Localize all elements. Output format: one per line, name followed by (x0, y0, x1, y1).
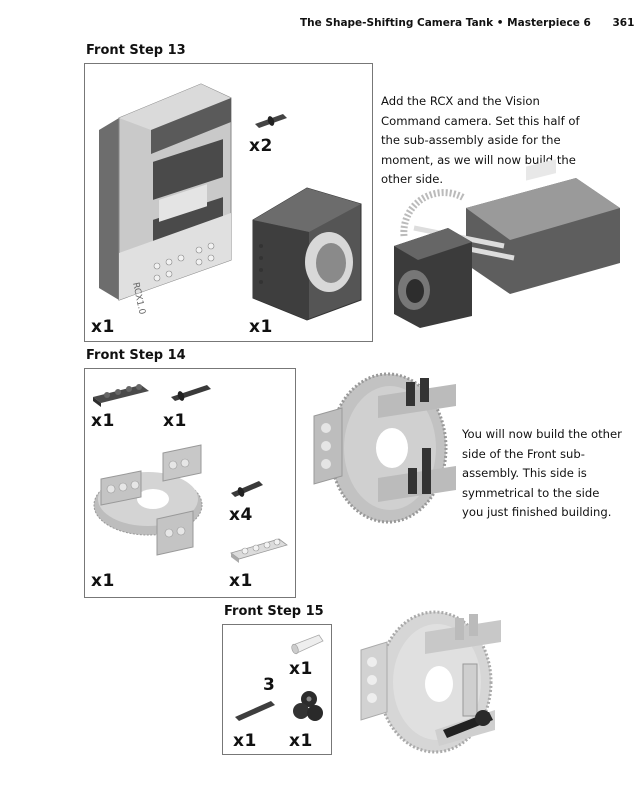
cross-block-quantity: x1 (289, 731, 313, 751)
step-14-instruction: You will now build the other side of the… (462, 427, 622, 519)
light-plate-illustration (230, 538, 288, 563)
step-13-parts-box: RCX1.0 x2 x1 x1 (84, 63, 373, 342)
step-14-parts-box: x1 x1 x4 x1 x1 (84, 368, 296, 598)
header-separator: • (496, 17, 504, 29)
running-header: The Shape-Shifting Camera Tank • Masterp… (300, 17, 634, 29)
step-14-assembly-illustration (313, 372, 456, 524)
dark-plate-quantity: x1 (91, 411, 115, 431)
rcx-quantity: x1 (91, 317, 115, 337)
tube-illustration (291, 634, 324, 655)
rcx-brick-illustration: RCX1.0 (99, 83, 232, 316)
pin-quantity: x4 (229, 505, 253, 525)
vision-camera-illustration (252, 187, 362, 321)
long-pin-illustration (171, 385, 211, 401)
turntable-illustration (93, 444, 203, 556)
light-plate-quantity: x1 (229, 571, 253, 591)
friction-pin-illustration (255, 114, 287, 128)
step-15-assembly-illustration (360, 610, 501, 754)
step-15-parts-box: x1 3 x1 x1 (222, 624, 332, 755)
axle-illustration (235, 701, 275, 721)
axle-length-label: 3 (263, 675, 276, 695)
step-13-title: Front Step 13 (86, 43, 186, 58)
step-13-assembly-illustration (394, 159, 620, 328)
dark-plate-illustration (93, 384, 149, 407)
pin-quantity: x2 (249, 136, 273, 156)
book-section-title: The Shape-Shifting Camera Tank (300, 17, 494, 29)
page-number: 361 (612, 17, 635, 29)
camera-quantity: x1 (249, 317, 273, 337)
turntable-quantity: x1 (91, 571, 115, 591)
long-pin-quantity: x1 (163, 411, 187, 431)
cross-block-illustration (293, 691, 323, 721)
step-15-title: Front Step 15 (224, 604, 324, 619)
chapter-title: Masterpiece 6 (507, 17, 591, 29)
step-14-title: Front Step 14 (86, 348, 186, 363)
axle-quantity: x1 (233, 731, 257, 751)
tube-quantity: x1 (289, 659, 313, 679)
friction-pin-illustration (231, 481, 263, 497)
step-13-instruction: Add the RCX and the Vision Command camer… (381, 94, 580, 186)
